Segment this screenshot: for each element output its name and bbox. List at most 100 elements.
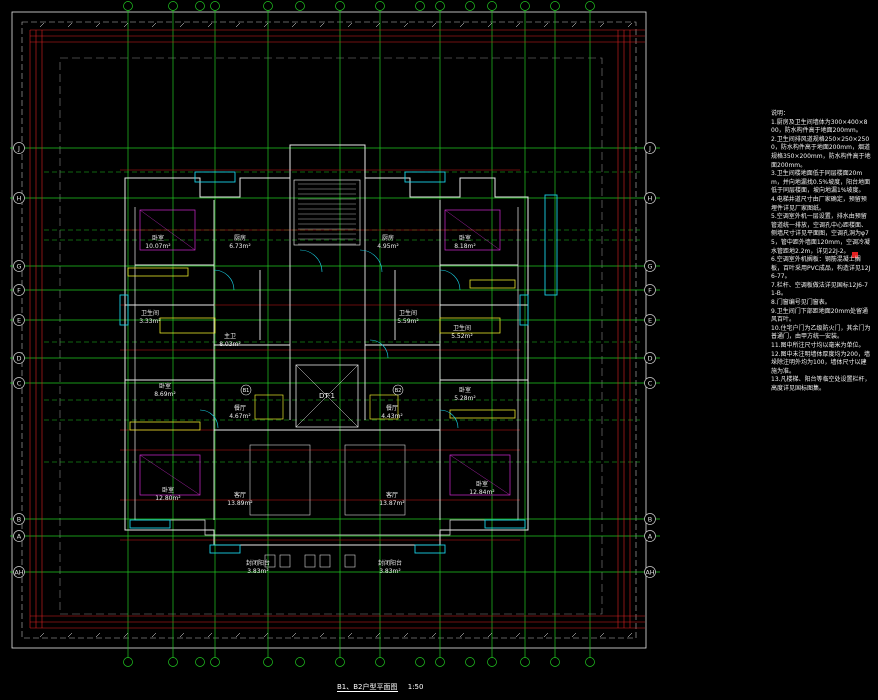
grid-bubble-row xyxy=(644,566,656,578)
grid-bubble-top xyxy=(520,1,530,11)
room-area: 4.43m² xyxy=(381,413,403,420)
window xyxy=(194,171,236,183)
note-item: 11.图中所注尺寸均以毫米为单位。 xyxy=(771,342,865,350)
dining-table xyxy=(254,394,284,420)
red-marker xyxy=(852,252,858,258)
dimension-tick xyxy=(347,22,353,28)
dimension-tick xyxy=(487,632,493,638)
dimension-tick xyxy=(543,632,549,638)
dimension-tick xyxy=(627,632,633,638)
fixtures-and-furniture xyxy=(119,171,858,568)
grid-bubble-label: C xyxy=(648,379,653,387)
dimension-tick xyxy=(207,22,213,28)
dimension-tick xyxy=(95,22,101,28)
note-item: 7.栏杆、空调板做法详见国标12J6-71-B。 xyxy=(771,281,868,298)
grid-bubble-bottom xyxy=(465,657,475,667)
note-item: 13.凡楼梯、阳台等临空处设置栏杆，高度详见国标图集。 xyxy=(771,376,871,392)
note-item: 6.空调室外机搁板：钢筋混凝土搁板，百叶采用PVC成品，构造详见12J6-77。 xyxy=(771,256,871,281)
window xyxy=(404,171,446,183)
drawing-scale: 1:50 xyxy=(407,683,424,691)
note-item: 1.厨房及卫生间墙体为300×400×800，防水构件高于地面200mm。 xyxy=(771,118,868,135)
grid-bubble-label: C xyxy=(17,379,22,387)
grid-bubble-bottom xyxy=(168,657,178,667)
room-area: 3.83m² xyxy=(247,568,269,575)
grid-bubble-label: AH xyxy=(645,568,654,576)
cabinet xyxy=(439,317,501,334)
unit-tag: B1 xyxy=(243,388,250,394)
door-swing xyxy=(439,409,459,429)
grid-bubble-label: F xyxy=(648,286,652,294)
bed xyxy=(444,209,501,251)
grid-bubble-row xyxy=(13,566,25,578)
window xyxy=(119,294,129,326)
note-item: 12.图中未注明墙体厚度均为200，墙垛除注明外均为100，墙体尺寸以建施为准。 xyxy=(771,350,870,375)
grid-bubble-label: G xyxy=(647,262,652,270)
grid-bubble-top xyxy=(263,1,273,11)
inner-frame xyxy=(21,21,637,639)
grid-bubble-label: E xyxy=(648,316,652,324)
cabinet xyxy=(449,409,516,419)
bed-diagonal xyxy=(444,209,501,251)
window xyxy=(414,544,446,554)
dimension-tick xyxy=(599,22,605,28)
grid-bubble-label: H xyxy=(648,194,653,202)
unit-tag-circle xyxy=(392,384,404,396)
window xyxy=(519,294,529,326)
grid-bubble-row xyxy=(644,377,656,389)
unit-tag: B2 xyxy=(395,388,402,394)
grid-bubble-row xyxy=(644,142,656,154)
room-name: 客厅 xyxy=(386,491,398,499)
grid-bubble-row xyxy=(644,513,656,525)
grid-bubble-row xyxy=(13,284,25,296)
dimension-tick xyxy=(403,22,409,28)
grid-bubble-label: J xyxy=(17,144,20,152)
dimension-tick xyxy=(235,632,241,638)
dining-table xyxy=(369,394,399,420)
dimension-tick xyxy=(179,632,185,638)
window xyxy=(209,544,241,554)
dimension-tick xyxy=(571,632,577,638)
grid-bubble-bottom xyxy=(585,657,595,667)
bed-diagonal xyxy=(139,454,201,496)
dimension-tick xyxy=(319,22,325,28)
notes-heading: 说明： xyxy=(771,110,790,117)
room-area: 12.80m² xyxy=(155,495,181,502)
room-area: 13.89m² xyxy=(227,500,253,507)
dimension-tick xyxy=(39,22,45,28)
dimension-tick xyxy=(263,632,269,638)
outer-frame xyxy=(11,11,647,649)
grid-bubble-top xyxy=(585,1,595,11)
grid-bubble-bottom xyxy=(335,657,345,667)
dash-frame xyxy=(59,57,603,615)
elevator-shaft xyxy=(295,364,359,428)
dimension-tick xyxy=(487,22,493,28)
grid-bubble-row xyxy=(13,530,25,542)
grid-bubble-row xyxy=(13,142,25,154)
stair-well xyxy=(293,179,361,246)
grid-bubble-bottom xyxy=(195,657,205,667)
room-area: 5.52m² xyxy=(451,333,473,340)
cabinet xyxy=(129,421,201,431)
grid-bubble-label: H xyxy=(17,194,22,202)
room-name: 卫生间 xyxy=(453,324,471,332)
grid-bubble-label: J xyxy=(648,144,651,152)
room-name: 客厅 xyxy=(234,491,246,499)
room-name: 卧室 xyxy=(459,234,471,242)
dimension-tick xyxy=(39,632,45,638)
elevator-cross xyxy=(295,364,359,428)
grid-bubble-row xyxy=(644,284,656,296)
grid-bubble-bottom xyxy=(210,657,220,667)
grid-bubble-row xyxy=(644,192,656,204)
room-area: 6.73m² xyxy=(229,243,251,250)
grid-bubble-top xyxy=(168,1,178,11)
grid-bubble-bottom xyxy=(520,657,530,667)
drawing-title: B1、B2户型平面图 xyxy=(337,683,398,692)
grid-bubble-top xyxy=(295,1,305,11)
cabinet xyxy=(127,267,189,277)
door-swing xyxy=(199,409,219,429)
room-name: 厨房 xyxy=(382,234,394,242)
ac-unit xyxy=(344,554,356,568)
grid-bubble-bottom xyxy=(487,657,497,667)
grid-bubble-top xyxy=(123,1,133,11)
window xyxy=(544,194,558,296)
